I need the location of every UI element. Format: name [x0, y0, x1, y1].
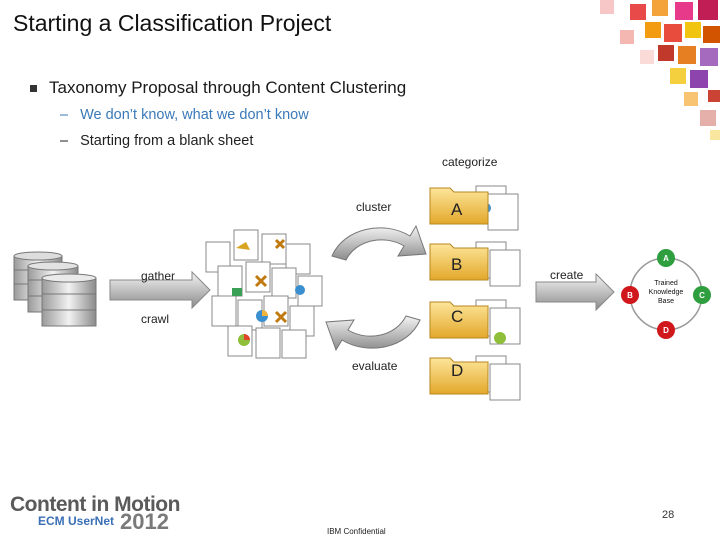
- square-bullet-icon: [30, 84, 37, 92]
- bullet-item: Taxonomy Proposal through Content Cluste…: [30, 78, 406, 98]
- dash-icon: –: [60, 107, 69, 123]
- folder-label-b: B: [451, 255, 463, 274]
- decorative-cubes: [600, 0, 720, 140]
- kb-node-c: C: [693, 286, 711, 304]
- gather-arrow-icon: [109, 270, 211, 310]
- evaluate-arrow-icon: [325, 315, 421, 352]
- cluster-label: cluster: [356, 200, 392, 214]
- sub-bullet-text: Starting from a blank sheet: [80, 133, 254, 149]
- page-number: 28: [662, 509, 675, 521]
- kb-node-d: D: [657, 321, 675, 339]
- logo-title: Content in Motion: [10, 493, 180, 516]
- folder-label-d: D: [451, 361, 464, 380]
- folder-label-c: C: [451, 307, 464, 326]
- sub-bullet-text: We don’t know, what we don’t know: [80, 107, 309, 123]
- logo-year: 2012: [120, 509, 169, 534]
- database-icon: [13, 251, 97, 327]
- evaluate-label: evaluate: [352, 359, 398, 373]
- bullet-text: Taxonomy Proposal through Content Cluste…: [49, 78, 407, 97]
- cluster-arrow-icon: [331, 224, 427, 261]
- kb-node-a: A: [657, 249, 675, 267]
- dash-icon: –: [60, 133, 69, 149]
- categorize-label: categorize: [442, 155, 498, 169]
- gather-label: gather: [141, 269, 176, 283]
- confidential-note: IBM Confidential: [327, 527, 386, 536]
- create-label: create: [550, 268, 584, 282]
- logo-subtitle: ECM UserNet: [38, 514, 115, 528]
- document-cluster-icon: [205, 229, 323, 359]
- folder-group: [429, 185, 521, 401]
- crawl-label: crawl: [141, 312, 170, 326]
- page-title: Starting a Classification Project: [13, 10, 332, 36]
- classification-diagram: [13, 185, 703, 401]
- kb-node-b: B: [621, 286, 639, 304]
- create-arrow-icon: [535, 272, 615, 312]
- folder-label-a: A: [451, 200, 463, 219]
- sub-bullet-1: – We don’t know, what we don’t know: [60, 107, 309, 123]
- sub-bullet-2: – Starting from a blank sheet: [60, 133, 253, 149]
- knowledge-base-label: Trained Knowledge Base: [648, 280, 684, 305]
